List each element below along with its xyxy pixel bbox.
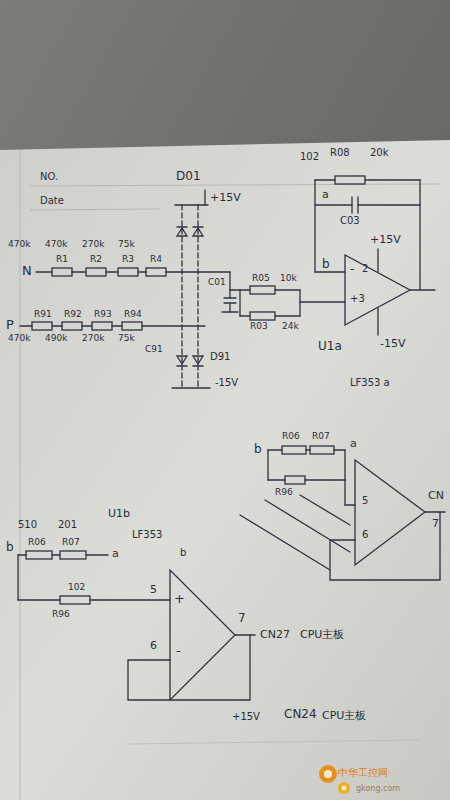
schematic-label: b <box>254 443 262 455</box>
schematic-label: 490k <box>45 334 67 343</box>
schematic-label: R3 <box>122 255 134 264</box>
schematic-label: R07 <box>62 538 80 547</box>
schematic-label: R92 <box>64 310 82 319</box>
schematic-label: 5 <box>362 496 368 506</box>
schematic-label: R03 <box>250 322 268 331</box>
schematic-label: +15V <box>232 712 260 722</box>
schematic-label: 中华工控网 <box>338 768 388 778</box>
schematic-label: D91 <box>210 352 230 362</box>
schematic-label: 470k <box>8 334 30 343</box>
schematic-label: 270k <box>82 334 104 343</box>
schematic-label: 24k <box>282 322 299 331</box>
schematic-label: - <box>350 263 354 275</box>
schematic-label: Date <box>40 196 64 206</box>
schematic-label: CN <box>428 490 444 501</box>
schematic-label: C01 <box>208 278 226 287</box>
schematic-label: -15V <box>380 338 406 349</box>
schematic-label: D01 <box>176 170 201 182</box>
schematic-label: R4 <box>150 255 162 264</box>
schematic-label: U1b <box>108 508 130 519</box>
schematic-label: 75k <box>118 334 135 343</box>
schematic-label: 7 <box>238 612 246 624</box>
schematic-label: R06 <box>28 538 46 547</box>
schematic-label: 102 <box>68 583 85 592</box>
schematic-label: U1a <box>318 340 342 352</box>
schematic-label: CN24 <box>284 708 317 720</box>
schematic-label: N <box>22 264 32 277</box>
page-rules <box>20 150 440 800</box>
schematic-label: R08 <box>330 148 350 158</box>
schematic-label: LF353 a <box>350 378 390 388</box>
schematic-label: a <box>322 189 329 200</box>
schematic-label: 20k <box>370 148 389 158</box>
schematic-label: R96 <box>275 488 293 497</box>
schematic-label: R06 <box>282 432 300 441</box>
schematic-label: a <box>350 438 357 449</box>
circuit-ink <box>18 176 445 744</box>
schematic-label: CPU主板 <box>300 629 344 640</box>
schematic-label: NO. <box>40 172 58 182</box>
schematic-label: b <box>322 258 330 270</box>
schematic-label: a <box>112 548 119 559</box>
schematic-label: CPU主板 <box>322 710 366 721</box>
schematic-label: 470k <box>45 240 67 249</box>
schematic-label: 5 <box>150 584 157 595</box>
schematic-label: 75k <box>118 240 135 249</box>
schematic-label: 102 <box>300 152 319 162</box>
schematic-label: - <box>176 644 181 657</box>
schematic-label: CN27 <box>260 629 290 640</box>
schematic-label: R96 <box>52 610 70 619</box>
schematic-label: b <box>6 541 14 553</box>
schematic-label: -15V <box>215 378 238 388</box>
schematic-label: 10k <box>280 274 297 283</box>
schematic-label: R93 <box>94 310 112 319</box>
schematic-label: P <box>6 318 14 331</box>
schematic-label: 6 <box>362 530 368 540</box>
schematic-label: 2 <box>362 264 368 274</box>
notebook-page <box>0 140 450 800</box>
schematic-label: C03 <box>340 216 360 226</box>
schematic-label: +15V <box>210 192 241 203</box>
schematic-label: b <box>180 548 186 558</box>
schematic-label: R05 <box>252 274 270 283</box>
schematic-label: R2 <box>90 255 102 264</box>
schematic-label: +15V <box>370 234 401 245</box>
schematic-label: +3 <box>350 294 365 304</box>
schematic-label: C91 <box>145 345 163 354</box>
schematic-label: gkong.com <box>356 785 400 793</box>
schematic-label: 201 <box>58 520 77 530</box>
schematic-label: LF353 <box>132 530 162 540</box>
schematic-label: 510 <box>18 520 37 530</box>
schematic-label: 470k <box>8 240 30 249</box>
schematic-label: 270k <box>82 240 104 249</box>
schematic-label: 6 <box>150 640 157 651</box>
schematic-label: R94 <box>124 310 142 319</box>
schematic-label: 7 <box>432 518 439 529</box>
schematic-label: R07 <box>312 432 330 441</box>
schematic-label: R1 <box>56 255 68 264</box>
schematic-label: R91 <box>34 310 52 319</box>
schematic-label: + <box>174 592 185 605</box>
